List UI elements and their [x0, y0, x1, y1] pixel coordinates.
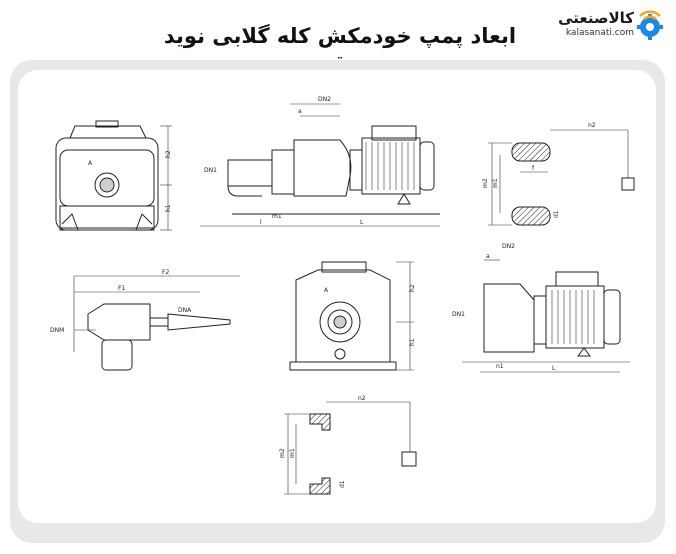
dim-n2-bottom: n2	[358, 395, 366, 402]
side-view-middle-right: DN2 a DN1 n1 L	[452, 243, 630, 373]
dim-m2: m2	[482, 178, 489, 188]
dim-m1-top: m1	[272, 213, 282, 220]
foot-mount-bottom: n2 m2 m1 d1	[279, 395, 417, 495]
dim-dn2-right: DN2	[502, 243, 515, 250]
dim-n2: n2	[588, 122, 596, 129]
dim-m1-bottom: m1	[289, 448, 296, 458]
dim-dna: DNA	[178, 307, 192, 314]
dim-a-right: a	[486, 253, 490, 260]
dim-f: f	[532, 165, 535, 172]
front-view-top-left: h2 h1 A	[55, 120, 172, 231]
dim-f2: F2	[162, 269, 169, 276]
dim-l-right: L	[552, 365, 556, 372]
logo-url: kalasanati.com	[565, 28, 634, 38]
dim-h2: h2	[165, 150, 172, 158]
side-view-top-center: DN2 a DN1 m1 L l	[200, 96, 440, 227]
logo-name: کالاصنعتی	[558, 9, 634, 27]
front-view-center: h2 h1 A	[289, 261, 416, 371]
dim-d1: d1	[553, 210, 560, 218]
dim-d1-bottom: d1	[339, 480, 346, 488]
dim-dn1-left: DN1	[204, 167, 217, 174]
svg-text:A: A	[88, 160, 93, 167]
dim-dn1-right: DN1	[452, 311, 465, 318]
dim-m1: m1	[492, 178, 499, 188]
dim-h1-center: h1	[409, 338, 416, 346]
foot-mount-top-right: n2 m2 m1 f d1	[482, 122, 635, 226]
top-view-middle-left: F2 F1 DNM DNA	[50, 269, 240, 371]
dim-a-top: a	[298, 108, 302, 115]
dim-l-top: L	[360, 219, 364, 226]
dim-h1: h1	[165, 204, 172, 212]
dim-n1: n1	[496, 363, 504, 370]
dim-m2-bottom: m2	[279, 448, 286, 458]
dim-dn2-top: DN2	[318, 96, 331, 103]
diagram-canvas	[18, 70, 656, 523]
gear-wifi-icon	[637, 10, 663, 40]
brand-logo[interactable]: کالاصنعتی kalasanati.com	[548, 6, 668, 46]
dim-h2-center: h2	[409, 284, 416, 292]
svg-text:l: l	[260, 219, 262, 226]
dim-dnm: DNM	[50, 327, 64, 334]
dim-f1: F1	[118, 285, 125, 292]
svg-text:A: A	[324, 287, 329, 294]
